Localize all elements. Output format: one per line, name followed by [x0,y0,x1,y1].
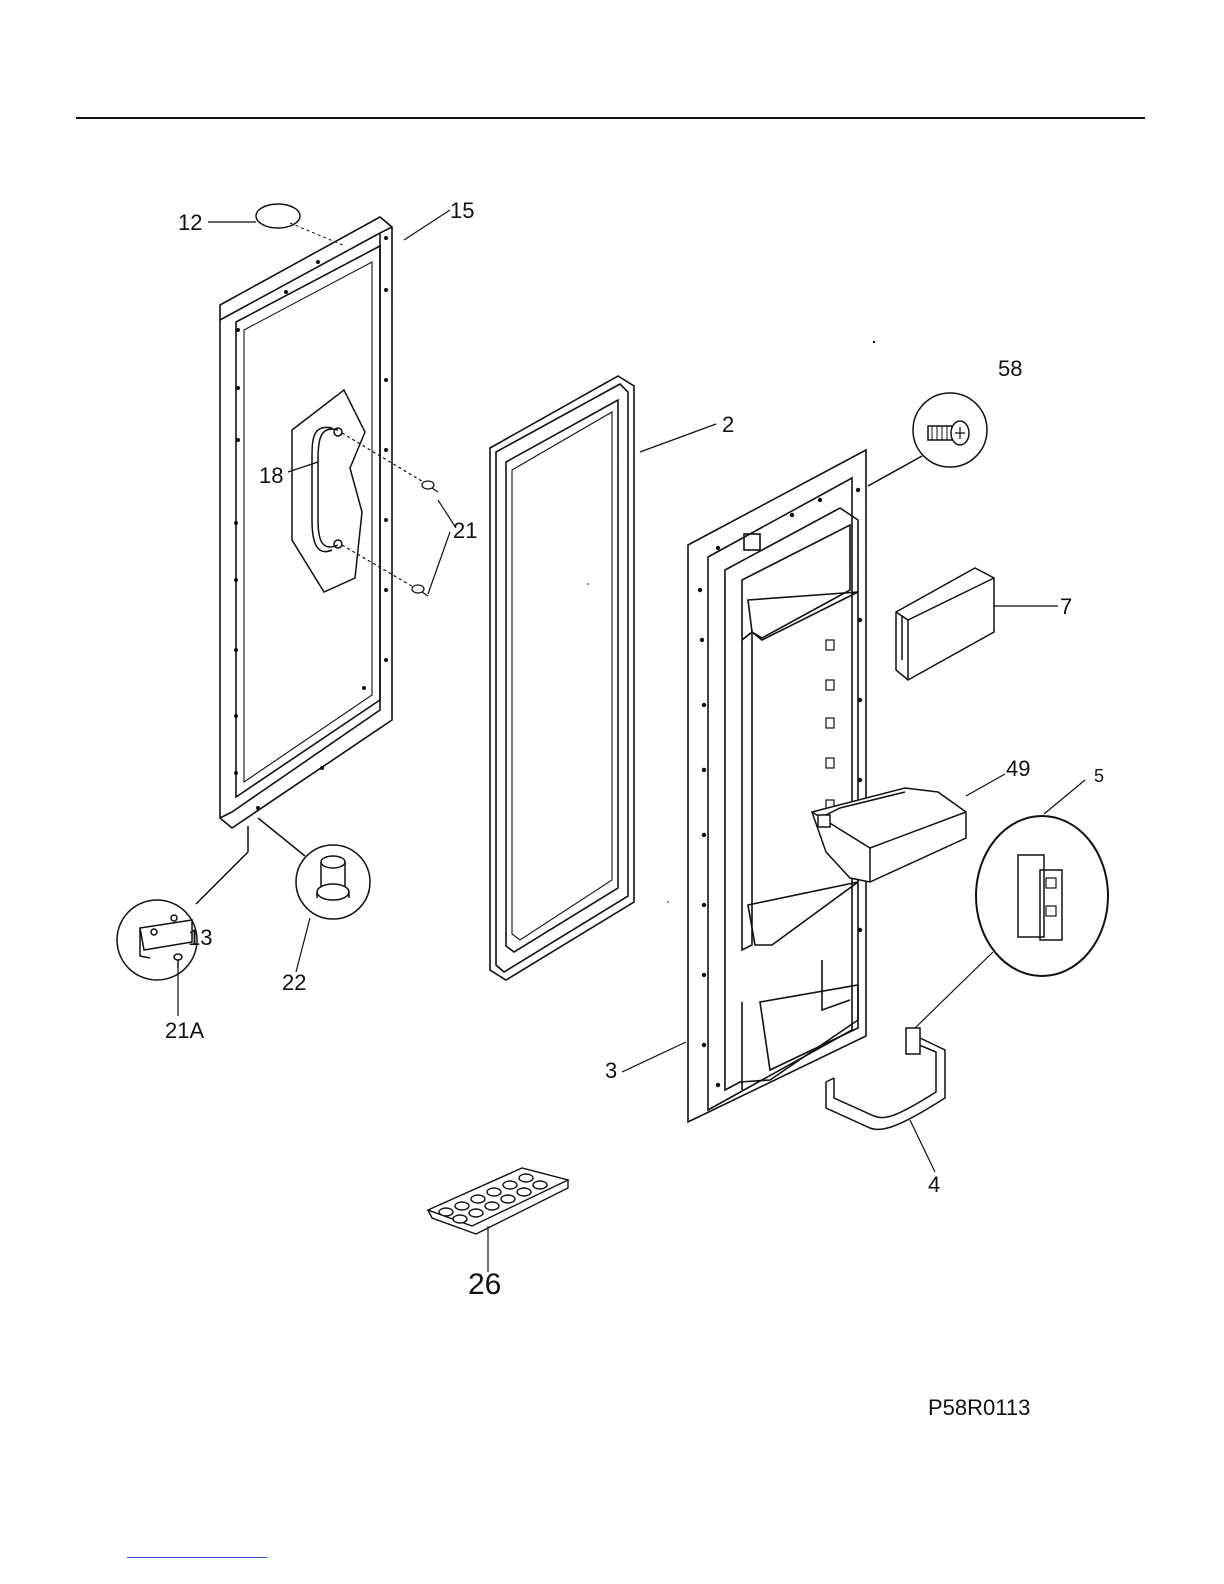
callout-21a: 21A [165,1018,204,1043]
callout-12: 12 [178,210,202,235]
egg-tray [428,1168,568,1234]
callout-21: 21 [453,518,477,543]
stray-mark [873,341,875,343]
screw-detail [868,393,987,486]
callout-26: 26 [468,1268,501,1301]
callout-58: 58 [998,356,1022,381]
cap-guide-line [290,223,345,246]
stray-mark [667,901,669,903]
callout-49: 49 [1006,756,1030,781]
callout-7: 7 [1060,594,1072,619]
callout-3: 3 [605,1058,617,1083]
figure-code: P58R0113 [928,1395,1030,1421]
callout-18: 18 [259,463,283,488]
stray-mark [587,583,589,585]
callout-5: 5 [1094,766,1104,786]
callout-2: 2 [722,412,734,437]
callout-13: 13 [188,925,212,950]
door-gasket [490,376,634,980]
footer-link-underline[interactable] [127,1557,267,1558]
callout-4: 4 [928,1172,940,1197]
hinge-bracket-detail [117,826,248,980]
callout-22: 22 [282,970,306,995]
dairy-door-cover [896,568,994,680]
callout-15: 15 [450,198,474,223]
cap-plug [256,204,300,228]
hinge-bushing-detail [258,818,370,919]
inner-door-liner [688,450,866,1122]
